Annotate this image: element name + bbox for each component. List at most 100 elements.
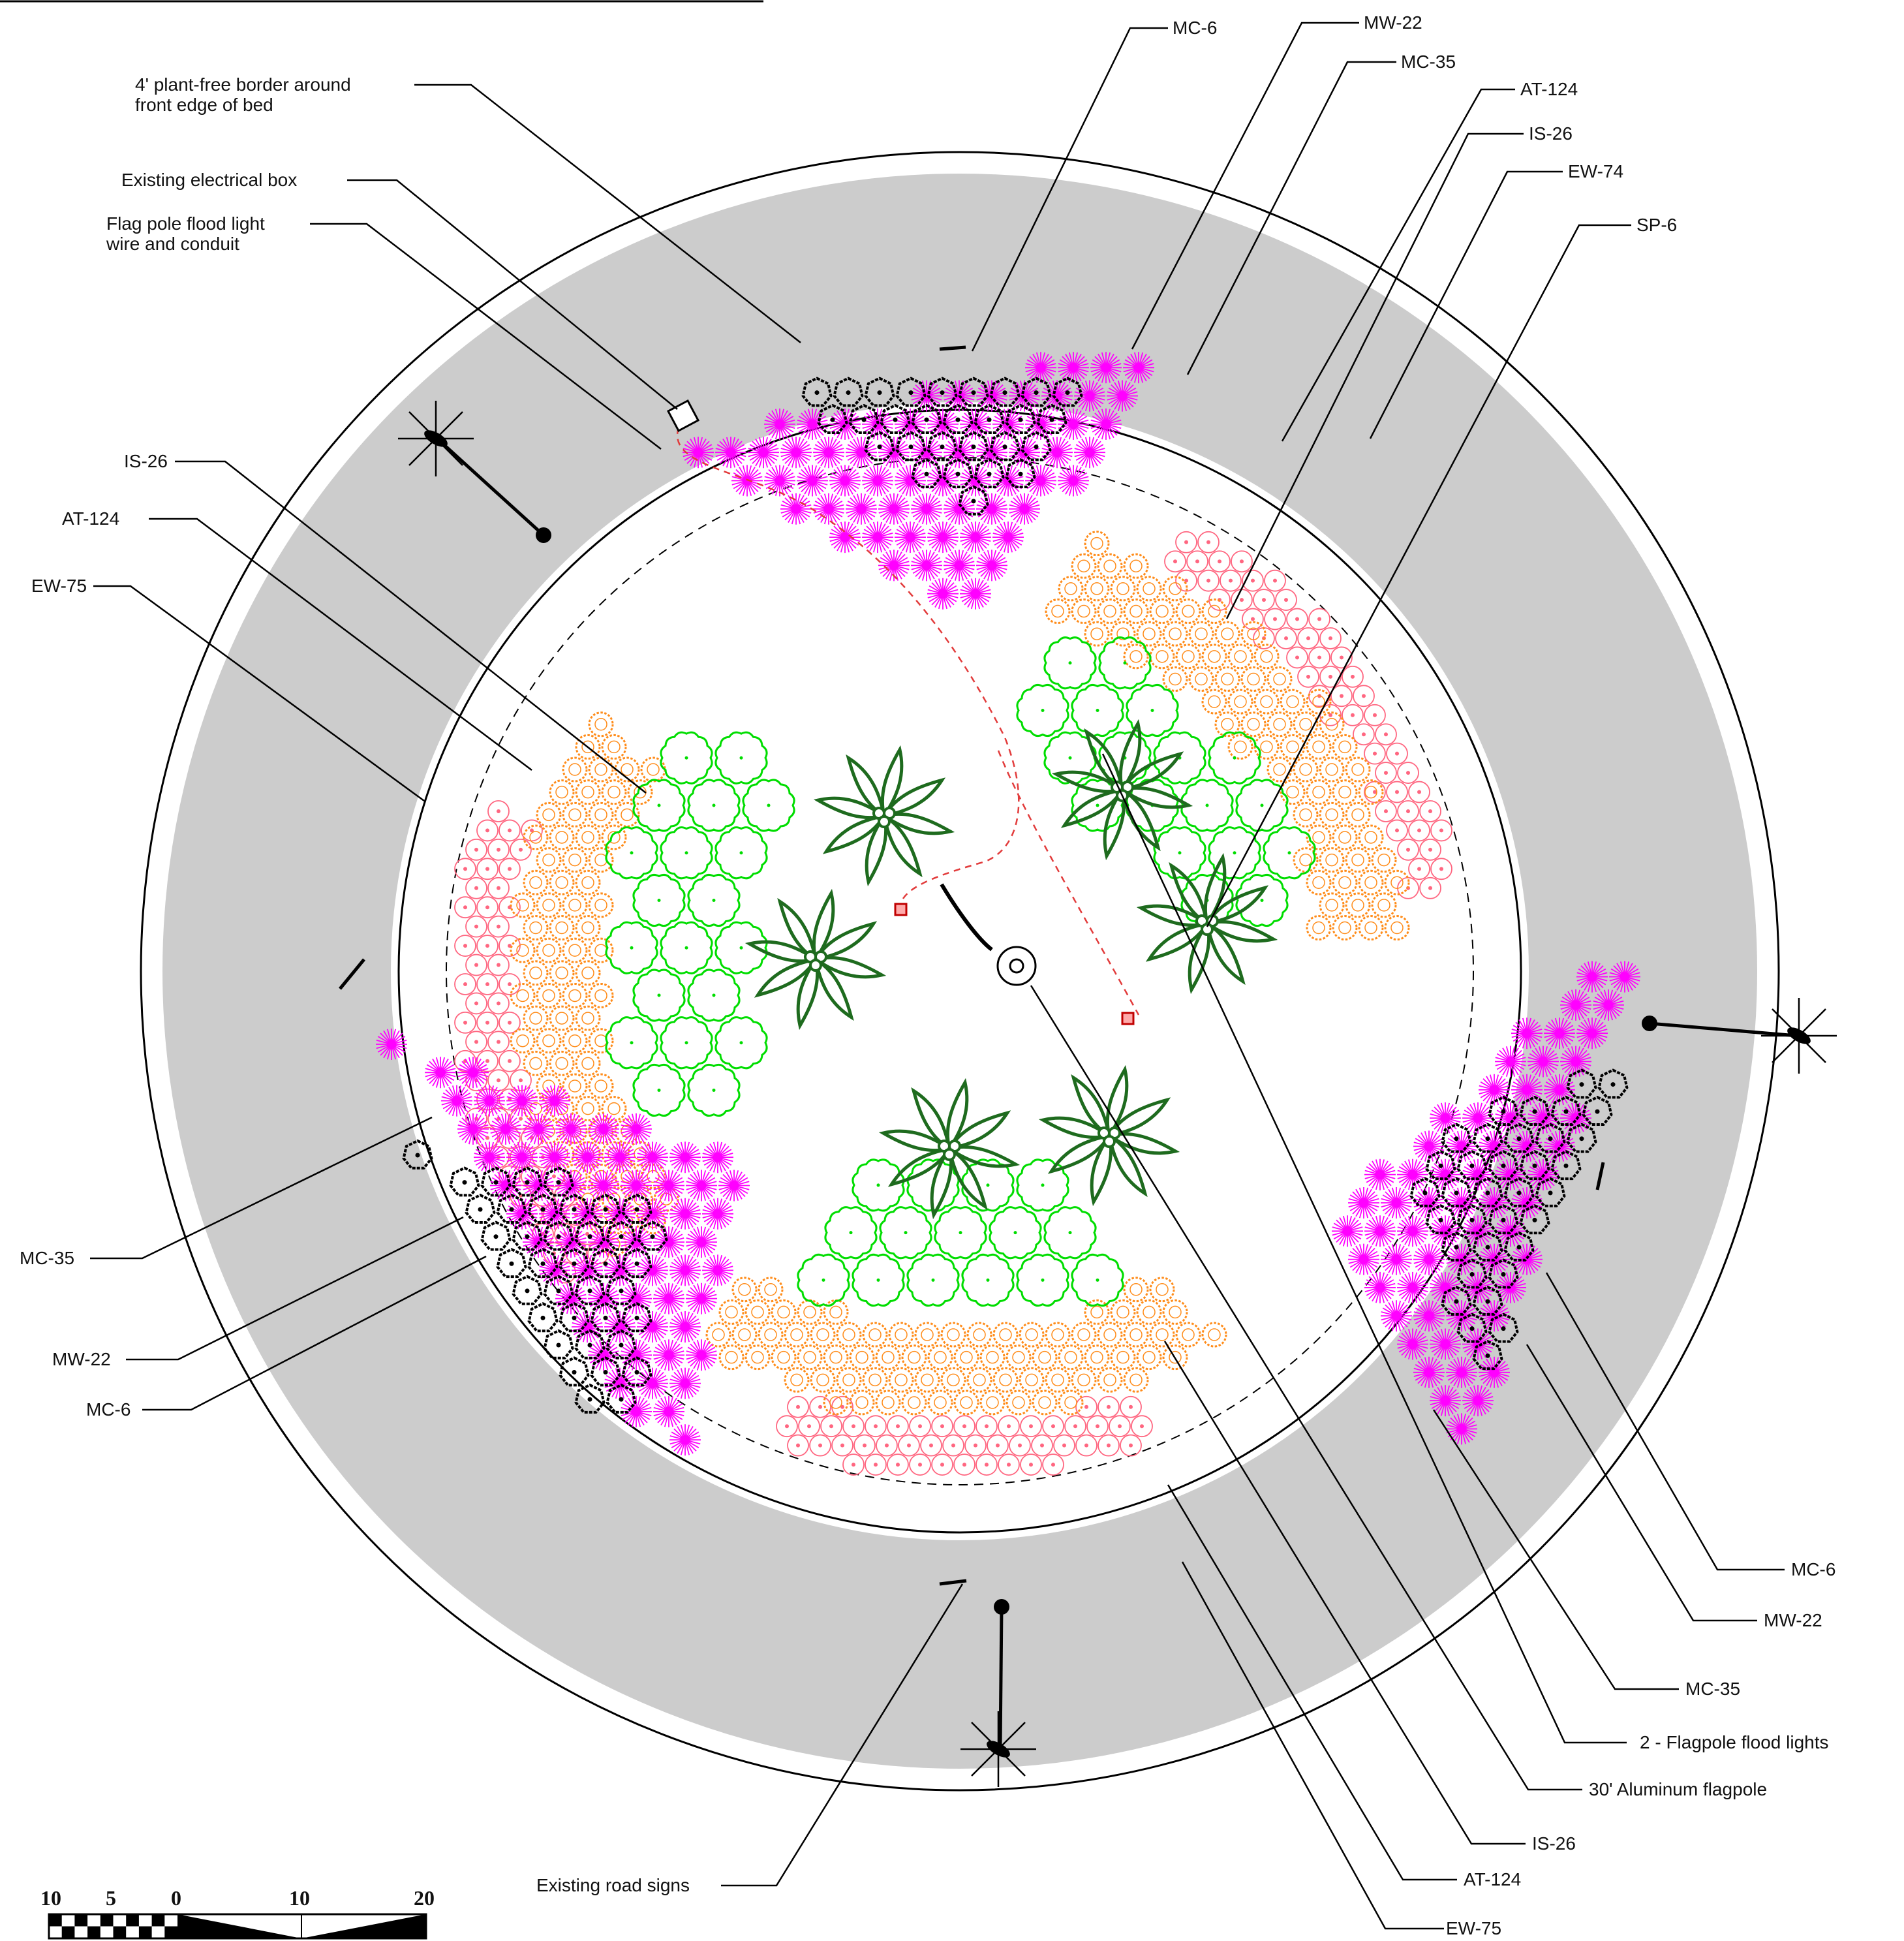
road-sign	[536, 527, 551, 543]
at-plant	[562, 756, 588, 783]
mw-plant	[1566, 1123, 1597, 1153]
mc-plant	[490, 1113, 521, 1145]
mw-plant	[621, 1193, 653, 1224]
at-plant	[562, 982, 588, 1008]
scale-check	[74, 1914, 88, 1927]
at-plant	[888, 1322, 914, 1348]
mc-plant	[976, 550, 1007, 582]
mc-plant	[780, 493, 812, 525]
at-plant	[810, 1367, 836, 1393]
at-plant	[1319, 801, 1345, 828]
is-plant	[742, 779, 795, 832]
at-plant	[940, 1367, 966, 1393]
mw-plant	[1021, 431, 1052, 461]
mw-plant	[1550, 1095, 1582, 1126]
at-plant	[536, 937, 562, 963]
is-plant	[1043, 731, 1097, 784]
at-plant	[758, 1322, 784, 1348]
at-plant	[1175, 598, 1201, 625]
callout-label: SP-6	[1636, 215, 1677, 235]
at-plant	[784, 1367, 810, 1393]
at-plant	[1345, 801, 1371, 828]
at-plant	[979, 1344, 1006, 1371]
mc-plant	[1397, 1215, 1428, 1247]
mc-plant	[1397, 1271, 1428, 1303]
at-plant	[1162, 1344, 1188, 1371]
callout-label: IS-26	[1529, 123, 1573, 144]
at-plant	[1280, 779, 1306, 805]
ew-plant	[1419, 877, 1441, 899]
mc-plant	[1381, 1187, 1412, 1219]
ew-plant	[1353, 723, 1375, 746]
mc-plant	[1397, 1158, 1428, 1190]
ew-plant	[853, 1434, 876, 1457]
ew-plant	[1286, 608, 1308, 630]
ew-plant	[1408, 819, 1430, 842]
mc-plant	[637, 1254, 668, 1286]
ew-plant	[476, 935, 499, 957]
callout-label: IS-26	[124, 451, 168, 471]
at-plant	[510, 982, 536, 1008]
ew-plant	[465, 954, 487, 976]
is-plant	[1126, 683, 1179, 738]
mw-plant	[895, 431, 927, 461]
at-plant	[575, 824, 601, 850]
is-plant	[632, 873, 686, 927]
ew-plant	[798, 1415, 820, 1438]
mc-plant	[604, 1141, 636, 1173]
mw-plant	[848, 403, 880, 434]
mw-plant	[911, 458, 942, 489]
mc-plant	[1413, 1130, 1445, 1162]
at-plant	[1123, 553, 1149, 579]
is-plant	[1043, 1206, 1097, 1260]
at-plant	[536, 982, 562, 1008]
at-plant	[901, 1390, 927, 1416]
is-plant	[605, 1016, 658, 1070]
mw-plant	[1005, 403, 1036, 434]
at-plant	[1306, 915, 1332, 941]
at-plant	[1149, 598, 1175, 625]
at-plant	[1071, 553, 1097, 579]
bed-edge	[446, 457, 1474, 1485]
mw-plant	[974, 458, 1005, 489]
ew-plant	[1386, 819, 1408, 842]
mw-plant	[1021, 377, 1052, 407]
ew-plant	[1319, 665, 1342, 688]
is-plant	[906, 1253, 960, 1307]
leader-line	[347, 179, 678, 410]
road-ring	[162, 174, 1757, 1769]
sign-symbols	[398, 401, 1837, 1787]
at-plant	[575, 915, 601, 941]
at-plant	[1384, 869, 1410, 895]
ew-plant	[1164, 550, 1186, 573]
at-plant	[1058, 1390, 1084, 1416]
mc-plant	[764, 465, 795, 497]
callout-label: MC-6	[1173, 18, 1217, 38]
is-plant	[687, 873, 741, 927]
at-plant	[1253, 644, 1280, 670]
mc-plant	[797, 408, 828, 440]
at-plant	[745, 1344, 771, 1371]
at-plant	[588, 1073, 614, 1099]
road-sign-post	[436, 437, 545, 536]
scale-check	[100, 1914, 114, 1927]
at-plant	[992, 1367, 1019, 1393]
at-plant	[731, 1322, 758, 1348]
at-plant	[784, 1322, 810, 1348]
mc-plant	[911, 380, 942, 412]
leader-line	[971, 27, 1168, 352]
mw-plant	[1488, 1095, 1519, 1126]
mc-plant	[1348, 1243, 1379, 1275]
ew-plant	[1330, 646, 1353, 669]
ew-plant	[887, 1453, 909, 1476]
mc-plant	[669, 1141, 701, 1173]
ew-plant	[1386, 781, 1408, 803]
at-plant	[575, 1096, 601, 1122]
mw-plant	[1036, 403, 1067, 434]
mw-plant	[543, 1329, 574, 1359]
mw-plant	[1456, 1258, 1488, 1289]
flag-rope	[940, 883, 993, 952]
at-plant	[979, 1390, 1006, 1416]
mc-plant	[944, 437, 975, 469]
at-plant	[1175, 1322, 1201, 1348]
